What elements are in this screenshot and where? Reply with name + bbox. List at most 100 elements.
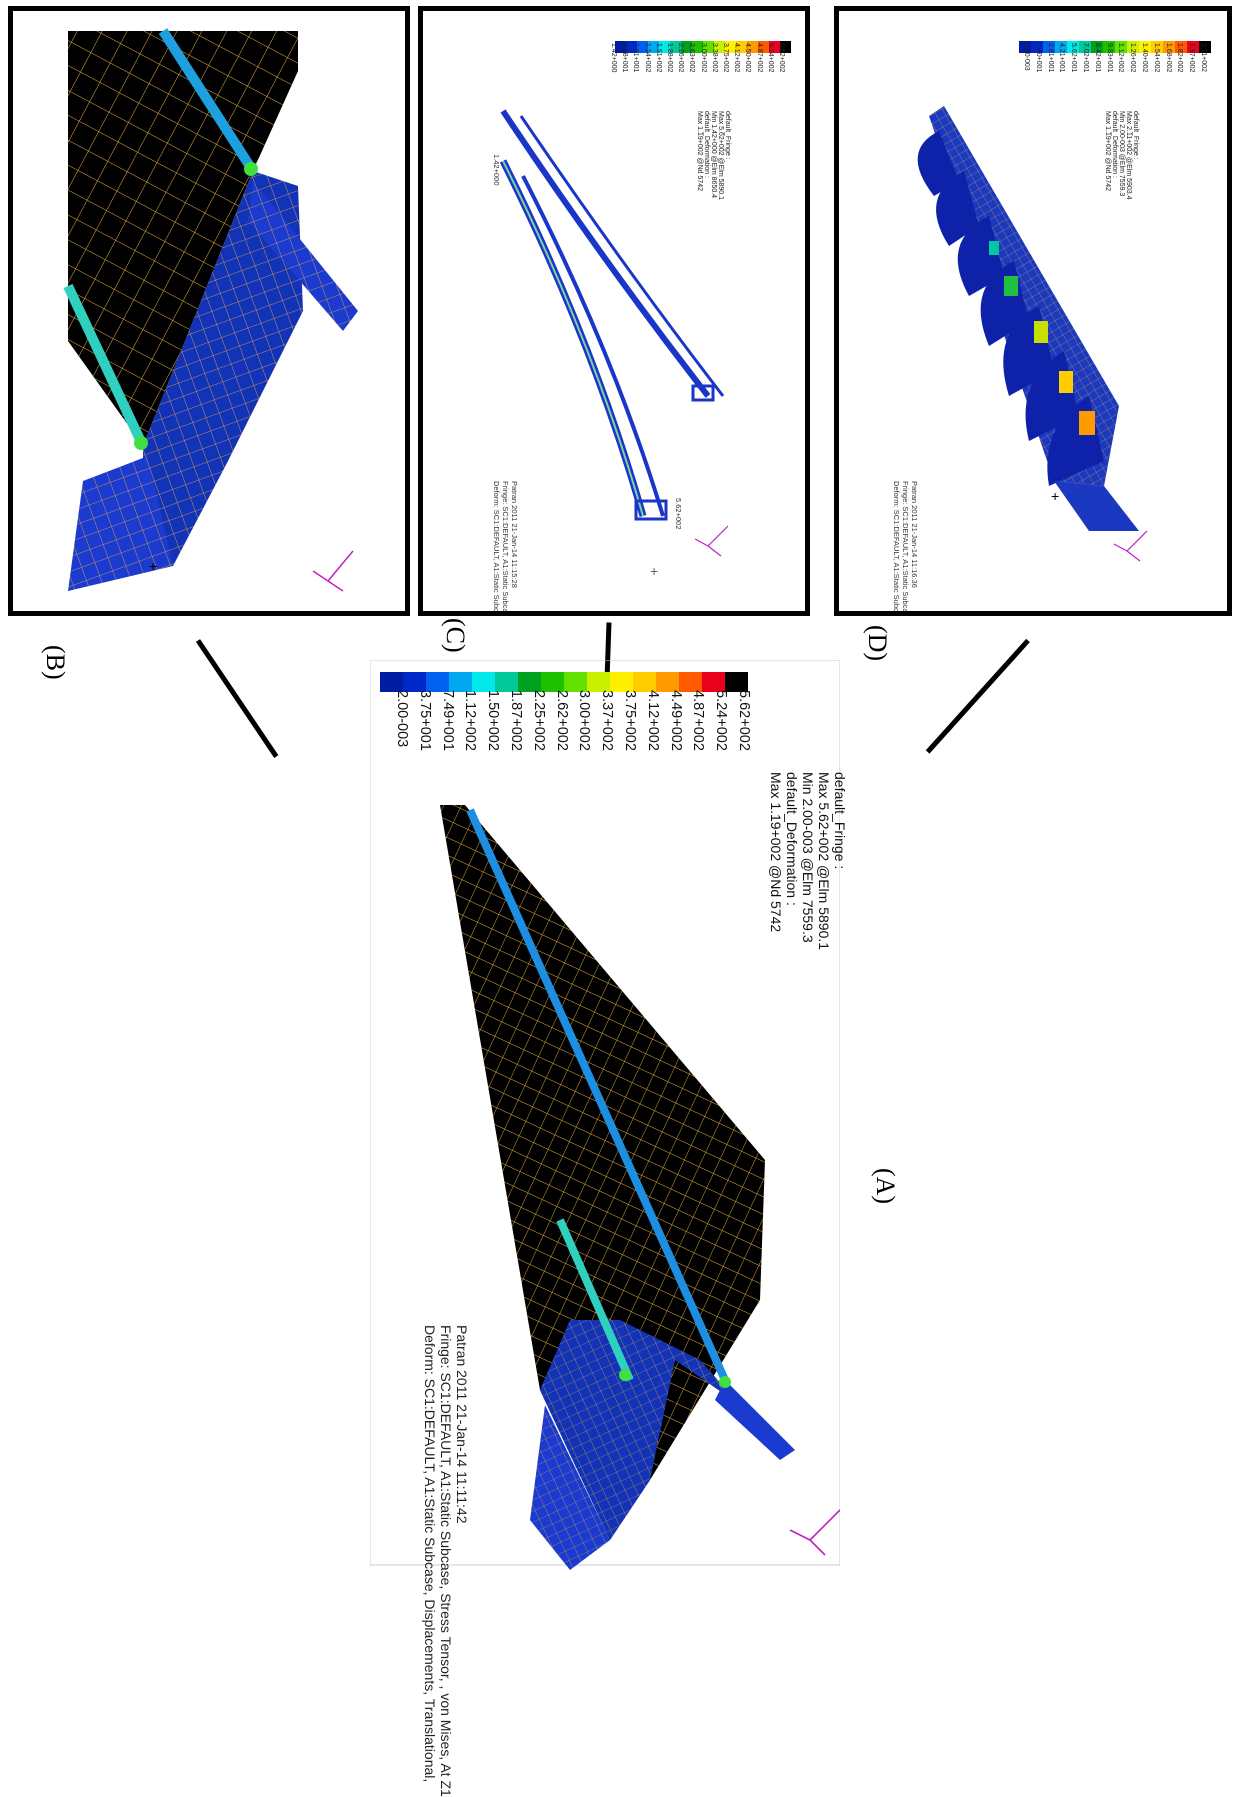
panel-c-model-view: + [499, 41, 791, 579]
connector-b [195, 639, 279, 758]
panel-a-title: Patran 2011 21-Jan-14 11:11:42 [454, 1325, 470, 1524]
spar-rib-rear [519, 115, 725, 397]
legend-swatch-13 [1043, 41, 1055, 53]
legend-swatch-11 [659, 41, 670, 53]
legend-tick-label: 1.54+002 [1152, 43, 1160, 73]
legend-tick-label: 2.26+002 [677, 43, 685, 73]
legend-swatch-15 [615, 41, 626, 53]
legend-swatch-9 [1091, 41, 1103, 53]
legend-tick-label: 1.88+002 [666, 43, 673, 73]
legend-tick-label: 1.97+002 [1188, 43, 1196, 73]
axis-triad-c [694, 525, 729, 557]
legend-tick-label: 4.12+002 [644, 690, 661, 751]
panel-d-frame: + Patran 2011 21-Jan-14 11:16:36 Fringe:… [834, 6, 1232, 616]
legend-swatch-12 [449, 672, 472, 692]
legend-tick-label: 1.14+002 [643, 43, 651, 73]
panel-a-legend-notes: default_Fringe : Max 5.62+002 @Elm 5890.… [768, 772, 848, 950]
connector-d [925, 638, 1030, 754]
legend-swatch-1 [1187, 41, 1199, 53]
panel-d-min: Min 2.00-003 @Elm 7559.3 [1118, 111, 1125, 197]
legend-swatch-6 [1127, 41, 1139, 53]
panel-a-fringe-label: default_Fringe : [832, 772, 848, 870]
legend-swatch-13 [637, 41, 648, 53]
legend-swatch-0 [1199, 41, 1211, 53]
panel-a-legend-frame [370, 660, 840, 1566]
panel-d-fringe-label: default_Fringe : [1132, 111, 1139, 160]
stress-band-upper [158, 28, 258, 174]
legend-tick-label: 1.26+002 [1129, 43, 1137, 73]
legend-tick-label: 3.37+002 [599, 690, 616, 751]
stress-band-lower [63, 283, 148, 449]
legend-swatch-12 [1055, 41, 1067, 53]
panel-d-label: (D) [863, 625, 892, 662]
legend-swatch-9 [518, 672, 541, 692]
legend-swatch-10 [1079, 41, 1091, 53]
stress-hotspot-upper [244, 162, 258, 176]
panel-d-deform: Deform: SC1:DEFAULT, A1:Static Subcase, … [892, 481, 901, 616]
stress-hotspot-lower [134, 436, 148, 450]
legend-tick-label: 4.87+002 [755, 43, 763, 73]
panel-a-deform-label: default_Deformation : [784, 772, 800, 906]
legend-swatch-7 [703, 41, 714, 53]
legend-swatch-11 [472, 672, 495, 692]
panel-c-annotation-c: 5.62+002 [674, 498, 683, 530]
legend-tick-label: 1.40+001 [1034, 43, 1042, 73]
origin-marker: + [149, 558, 157, 574]
legend-swatch-7 [564, 672, 587, 692]
axis-triad-d [1113, 530, 1148, 562]
legend-tick-label: 2.11+002 [1200, 43, 1207, 72]
spar-root-cap-b [691, 384, 715, 402]
legend-tick-label: 2.00-003 [1023, 43, 1030, 71]
legend-tick-label: 4.21+001 [1058, 43, 1066, 73]
legend-tick-label: 3.00+002 [576, 690, 593, 751]
svg-text:+: + [1051, 488, 1059, 504]
legend-swatch-0 [725, 672, 748, 692]
legend-tick-label: 1.51+002 [654, 43, 662, 73]
spar-root-cap-a [634, 499, 668, 521]
legend-swatch-1 [702, 672, 725, 692]
legend-tick-label: 5.24+002 [713, 690, 730, 751]
panel-d-model-view: + [917, 41, 1211, 562]
panel-c-deform-max: Max 1.19+002 @Nd 5742 [696, 111, 703, 192]
legend-tick-label: 3.75+002 [622, 690, 638, 751]
legend-tick-label: 3.75+001 [416, 690, 433, 751]
legend-swatch-10 [495, 672, 518, 692]
panel-c-label: (C) [441, 618, 470, 653]
legend-tick-label: 1.12+002 [1117, 43, 1125, 73]
legend-tick-label: 4.12+002 [733, 43, 741, 73]
legend-swatch-8 [541, 672, 564, 692]
legend-swatch-4 [736, 41, 747, 53]
panel-b-frame: + [8, 6, 410, 616]
axis-triad-a [789, 1509, 840, 1556]
panel-d-max: Max 2.11+002 @Elm 5903.4 [1125, 111, 1132, 200]
legend-tick-label: 1.42+000 [610, 43, 617, 73]
spar-rib-front [500, 109, 711, 398]
panel-a-min: Min 2.00-003 @Elm 7559.3 [800, 772, 816, 943]
legend-swatch-10 [670, 41, 681, 53]
spar-flange-a-right [715, 1380, 795, 1460]
legend-tick-label: 3.00+002 [699, 43, 707, 73]
legend-tick-label: 3.75+002 [722, 43, 729, 73]
panel-a-max: Max 5.62+002 @Elm 5890.1 [816, 772, 832, 951]
legend-swatch-12 [648, 41, 659, 53]
legend-tick-label: 1.82+002 [1176, 43, 1184, 73]
panel-c-legend-notes: default_Fringe : Max 5.62+002 @Elm 5890.… [696, 111, 731, 200]
legend-tick-label: 9.83+001 [1105, 43, 1113, 73]
legend-swatch-0 [780, 41, 791, 53]
panel-a-model-view: + [370, 660, 840, 1570]
wing-box-lower-flange [1054, 481, 1139, 531]
legend-swatch-11 [1067, 41, 1079, 53]
legend-tick-label: 1.12+002 [462, 690, 479, 751]
legend-tick-label: 5.24+002 [766, 43, 774, 73]
panel-d-title: Patran 2011 21-Jan-14 11:16:36 [910, 481, 919, 588]
panel-c-title: Patran 2011 21-Jan-14 11:15:28 [510, 481, 519, 588]
panel-a-deform-max: Max 1.19+002 @Nd 5742 [768, 772, 784, 933]
legend-tick-label: 2.62+002 [553, 690, 570, 751]
legend-tick-label: 5.62+002 [736, 690, 752, 751]
panel-c-fringe: Fringe: SC1:DEFAULT, A1:Static Subcase, … [501, 481, 510, 616]
legend-swatch-14 [626, 41, 637, 53]
legend-tick-label: 1.68+002 [1164, 43, 1172, 73]
panel-d-deform-max: Max 1.19+002 @Nd 5742 [1104, 111, 1111, 192]
legend-swatch-15 [1019, 41, 1031, 53]
legend-swatch-5 [725, 41, 736, 53]
